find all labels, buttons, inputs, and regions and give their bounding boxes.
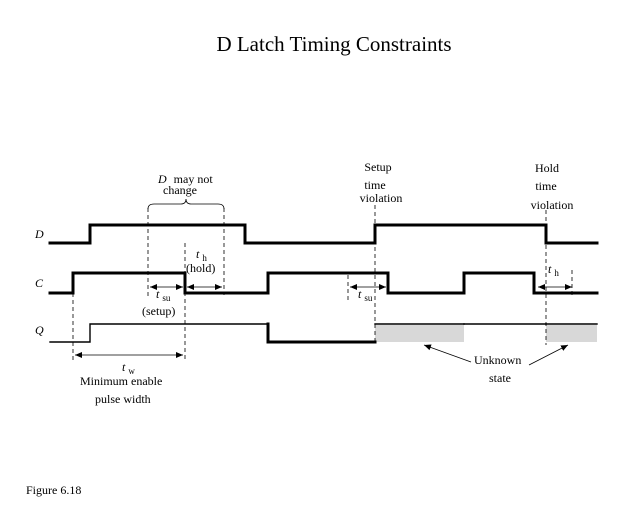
hold-time-label: (hold): [186, 261, 215, 275]
setup-violation-label-2: time: [364, 178, 385, 192]
setup-time-symbol: t su: [156, 287, 171, 303]
setup-violation-label-1: Setup: [364, 160, 391, 174]
figure-label: Figure 6.18: [26, 483, 81, 497]
unknown-state-label-1: Unknown: [474, 353, 521, 367]
d-waveform: [48, 223, 599, 245]
d-may-not-change-brace: [147, 198, 225, 210]
hold-violation-label-3: violation: [531, 198, 574, 212]
unknown-state-region-2: [546, 325, 597, 342]
pulse-width-label-2: pulse width: [95, 392, 151, 406]
hold-violation-label-1: Hold: [535, 161, 559, 175]
hold-violation-label-2: time: [535, 179, 556, 193]
setup-time-label: (setup): [142, 304, 175, 318]
setup-violation-symbol: t su: [358, 287, 373, 303]
pulse-width-symbol: t w: [122, 360, 135, 376]
signal-label-c: C: [35, 276, 44, 290]
d-may-not-change-label: D may not: [157, 172, 213, 186]
hold-time-symbol: t h: [196, 247, 207, 263]
pulse-width-label-1: Minimum enable: [80, 374, 162, 388]
signal-label-q: Q: [35, 323, 44, 337]
unknown-state-region-1: [375, 325, 464, 342]
d-may-not-change-label-2: change: [163, 183, 197, 197]
hold-violation-symbol: t h: [548, 262, 559, 278]
signal-label-d: D: [34, 227, 44, 241]
setup-violation-label-3: violation: [360, 191, 403, 205]
unknown-state-pointer-1: [423, 344, 472, 363]
q-waveform-low: [266, 322, 377, 344]
c-waveform: [48, 271, 599, 295]
diagram-title: D Latch Timing Constraints: [216, 32, 451, 56]
unknown-state-pointer-2: [528, 344, 569, 366]
q-waveform: [49, 323, 269, 343]
unknown-state-label-2: state: [489, 371, 511, 385]
